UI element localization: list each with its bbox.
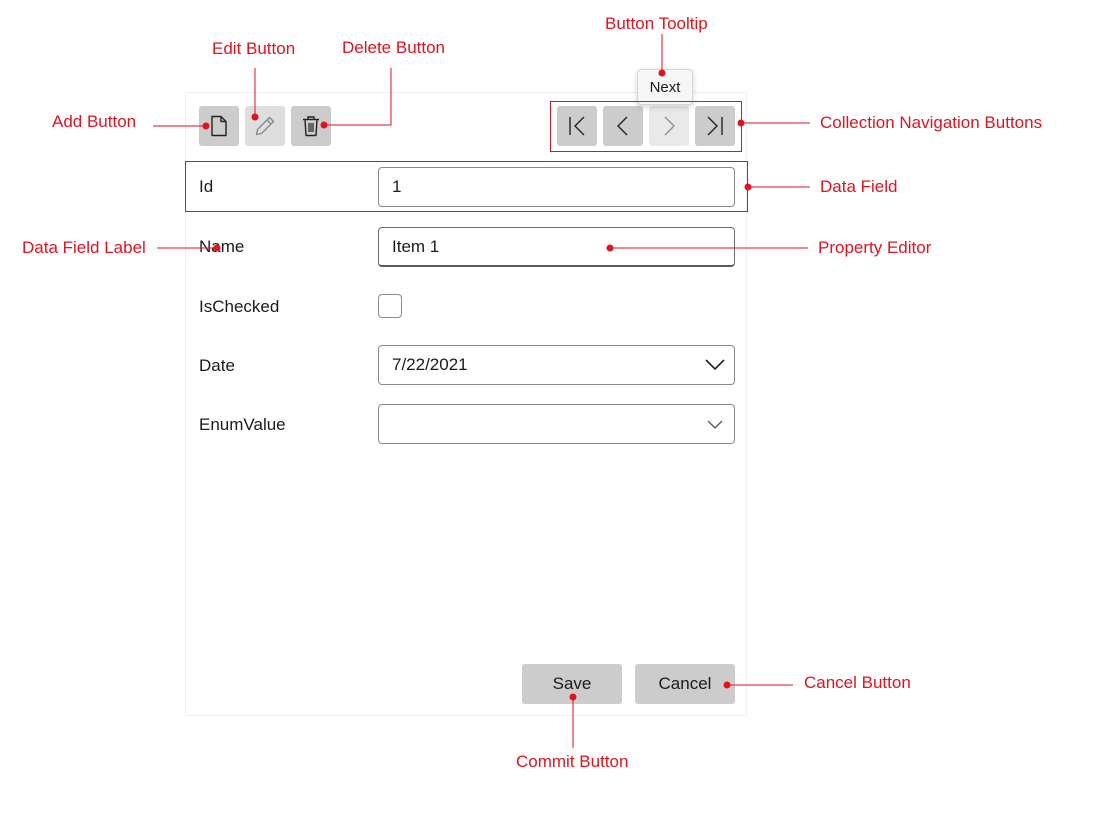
- delete-button-callout: Delete Button: [342, 38, 446, 57]
- cancel-button[interactable]: Cancel: [635, 664, 735, 704]
- pencil-icon: [255, 116, 275, 136]
- last-button[interactable]: [695, 106, 735, 146]
- cancel-button-callout: Cancel Button: [804, 673, 911, 692]
- date-label: Date: [199, 356, 235, 375]
- edit-button[interactable]: [245, 106, 285, 146]
- first-icon: [569, 116, 585, 136]
- chevron-down-icon: [707, 420, 723, 429]
- document-icon: [211, 115, 227, 137]
- chevron-right-icon: [664, 116, 675, 136]
- next-button-tooltip: Next: [637, 69, 693, 105]
- button-tooltip-callout: Button Tooltip: [605, 14, 708, 33]
- data-field-callout: Data Field: [820, 177, 898, 196]
- previous-button[interactable]: [603, 106, 643, 146]
- next-button[interactable]: [649, 106, 689, 146]
- name-field[interactable]: Item 1: [378, 227, 735, 267]
- property-editor-callout: Property Editor: [818, 238, 932, 257]
- chevron-left-icon: [617, 116, 628, 136]
- name-value: Item 1: [392, 237, 440, 256]
- trash-icon: [303, 116, 319, 137]
- last-icon: [707, 116, 723, 136]
- add-button-callout: Add Button: [52, 112, 137, 131]
- date-picker[interactable]: 7/22/2021: [378, 345, 735, 385]
- id-value: 1: [392, 177, 402, 196]
- ischecked-label: IsChecked: [199, 297, 280, 316]
- collection-navigation-callout: Collection Navigation Buttons: [820, 113, 1043, 132]
- id-label: Id: [199, 177, 214, 196]
- enumvalue-combobox[interactable]: [378, 404, 735, 444]
- edit-button-callout: Edit Button: [212, 39, 296, 58]
- name-label: Name: [199, 237, 245, 256]
- id-field[interactable]: 1: [378, 167, 735, 207]
- enumvalue-label: EnumValue: [199, 415, 286, 434]
- chevron-down-icon: [705, 359, 725, 371]
- date-value: 7/22/2021: [392, 355, 468, 374]
- first-button[interactable]: [557, 106, 597, 146]
- data-field-label-callout: Data Field Label: [22, 238, 146, 257]
- ischecked-checkbox[interactable]: [378, 294, 402, 318]
- navigation-highlight-box: [550, 101, 742, 152]
- commit-button-callout: Commit Button: [516, 752, 629, 771]
